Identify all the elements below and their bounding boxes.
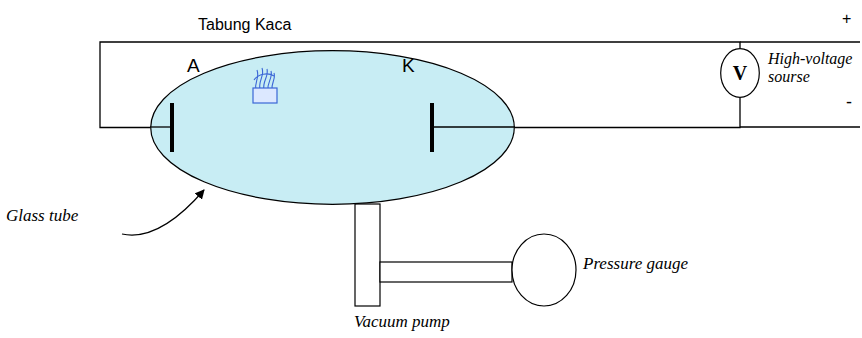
cathode-electrode — [430, 103, 434, 152]
anode-electrode — [170, 103, 174, 152]
negative-wire — [740, 126, 860, 127]
glass-tube: Tabung Kaca — [150, 50, 515, 205]
pump-connector — [380, 262, 512, 282]
node-text: V — [733, 62, 747, 85]
terminal-sign: + — [842, 10, 851, 28]
wire-connector — [515, 98, 740, 128]
node-text: Tabung Kaca — [198, 16, 291, 34]
voltmeter-symbol: V — [720, 48, 760, 98]
pressure-gauge — [512, 234, 576, 306]
part-label: Vacuum pump — [354, 312, 450, 332]
part-label: Glass tube — [6, 206, 78, 226]
electrode-label: A — [187, 55, 200, 77]
positive-wire — [740, 41, 860, 42]
electrode-label: K — [402, 55, 415, 77]
paddle-wheel — [253, 68, 277, 103]
terminal-sign: - — [846, 92, 852, 113]
vacuum-pump — [355, 204, 380, 306]
part-label: Pressure gauge — [583, 254, 688, 274]
source-label: High-voltage sourse — [768, 50, 858, 87]
leader-arrow — [122, 190, 204, 235]
anode-wire — [150, 126, 172, 127]
cathode-wire — [432, 126, 515, 127]
node-outline — [150, 50, 515, 205]
